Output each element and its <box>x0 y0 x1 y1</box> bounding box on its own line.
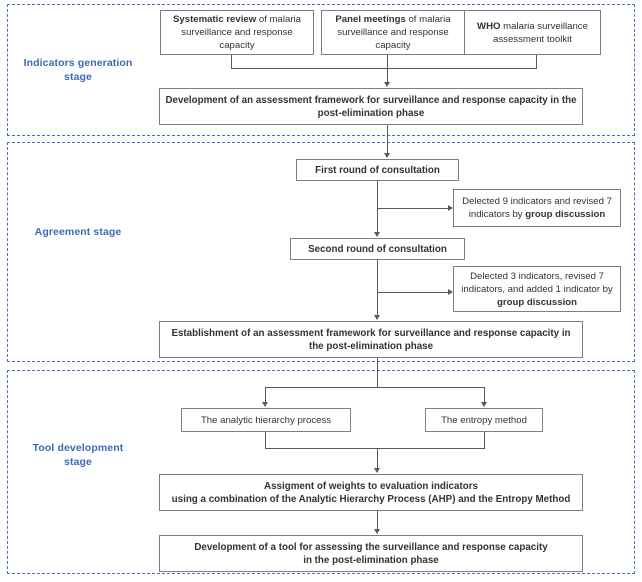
stage-label-line-1: Indicators generation <box>23 57 133 69</box>
node-second-round-consultation-text: Second round of consultation <box>308 243 447 255</box>
connector-to-ahp <box>265 387 266 403</box>
arrow-weights-to-tool <box>374 529 380 534</box>
node-systematic-review-text: of malaria surveillance and response cap… <box>181 14 301 51</box>
stage-label-agreement: Agreement stage <box>12 225 144 239</box>
node-who-toolkit-text: malaria surveillance assessment toolkit <box>493 20 588 45</box>
arrow-first-round-to-note <box>448 204 453 211</box>
arrow-to-entropy <box>481 402 487 407</box>
connector-sources-bus <box>231 68 537 69</box>
node-weights-assignment-line-1: Assigment of weights to evaluation indic… <box>264 480 478 492</box>
arrow-second-round-to-establishment <box>374 315 380 320</box>
node-tool-development-line-1: Development of a tool for assessing the … <box>194 541 548 553</box>
arrow-second-round-to-note <box>448 288 453 295</box>
node-weights-assignment: Assigment of weights to evaluation indic… <box>159 474 583 511</box>
stage-label-tool-development: Tool development stage <box>12 441 144 469</box>
node-panel-meetings-emphasis: Panel meetings <box>335 14 406 25</box>
node-note-first-round: Delected 9 indicators and revised 7 indi… <box>453 189 621 227</box>
connector-framework-to-first-round <box>387 125 388 154</box>
connector-establishment-down <box>377 358 378 387</box>
connector-weights-to-tool <box>377 511 378 530</box>
node-systematic-review: Systematic review of malaria surveillanc… <box>160 10 314 55</box>
connector-methods-split-bus <box>265 387 485 388</box>
stage-region-indicators-generation <box>7 4 635 136</box>
connector-methods-to-weights <box>377 448 378 469</box>
node-analytic-hierarchy-process-text: The analytic hierarchy process <box>200 414 332 426</box>
stage-label-line-2: stage <box>64 456 92 468</box>
connector-first-round-to-second-round <box>377 181 378 233</box>
stage-label-indicators-generation: Indicators generation stage <box>12 56 144 84</box>
node-framework-establishment-text: Establishment of an assessment framework… <box>171 327 571 352</box>
node-who-toolkit: WHO malaria surveillance assessment tool… <box>464 10 601 55</box>
connector-second-round-to-establishment <box>377 260 378 316</box>
node-panel-meetings: Panel meetings of malaria surveillance a… <box>321 10 465 55</box>
node-first-round-consultation: First round of consultation <box>296 159 459 181</box>
node-first-round-consultation-text: First round of consultation <box>315 164 440 176</box>
node-framework-establishment: Establishment of an assessment framework… <box>159 321 583 358</box>
node-note-second-round-emphasis: group discussion <box>497 296 577 308</box>
node-framework-development-text: Development of an assessment framework f… <box>165 94 577 119</box>
node-tool-development-line-2: in the post-elimination phase <box>303 554 439 566</box>
node-systematic-review-emphasis: Systematic review <box>173 14 257 25</box>
node-who-toolkit-emphasis: WHO <box>477 20 501 32</box>
node-note-first-round-text: Delected 9 indicators and revised 7 indi… <box>462 196 612 220</box>
stage-label-line-1: Tool development <box>32 442 124 454</box>
stage-label-line-1: Agreement stage <box>34 226 122 238</box>
node-weights-assignment-line-2: using a combination of the Analytic Hier… <box>171 493 571 505</box>
connector-who-toolkit-stub <box>536 55 537 68</box>
arrow-first-round-to-second-round <box>374 232 380 237</box>
stage-region-tool-development <box>7 370 635 574</box>
node-analytic-hierarchy-process: The analytic hierarchy process <box>181 408 351 432</box>
node-note-second-round: Delected 3 indicators, revised 7 indicat… <box>453 266 621 312</box>
connector-entropy-stub <box>484 432 485 448</box>
arrow-framework-to-first-round <box>384 153 390 158</box>
arrow-to-ahp <box>262 402 268 407</box>
arrow-methods-to-weights <box>374 468 380 473</box>
node-note-first-round-emphasis: group discussion <box>525 209 606 220</box>
connector-first-round-to-note <box>377 208 449 209</box>
connector-sources-to-framework <box>387 55 388 83</box>
connector-second-round-to-note <box>377 292 449 293</box>
connector-to-entropy <box>484 387 485 403</box>
arrow-sources-to-framework <box>384 82 390 87</box>
connector-systematic-review-stub <box>231 55 232 68</box>
connector-ahp-stub <box>265 432 266 448</box>
node-second-round-consultation: Second round of consultation <box>290 238 465 260</box>
node-tool-development: Development of a tool for assessing the … <box>159 535 583 572</box>
node-panel-meetings-text: of malaria surveillance and response cap… <box>337 14 451 51</box>
node-framework-development: Development of an assessment framework f… <box>159 88 583 125</box>
node-entropy-method: The entropy method <box>425 408 543 432</box>
node-note-second-round-text: Delected 3 indicators, revised 7 indicat… <box>461 270 613 295</box>
node-entropy-method-text: The entropy method <box>441 414 527 426</box>
stage-region-agreement <box>7 142 635 362</box>
stage-label-line-2: stage <box>64 71 92 83</box>
connector-methods-merge-bus <box>265 448 485 449</box>
